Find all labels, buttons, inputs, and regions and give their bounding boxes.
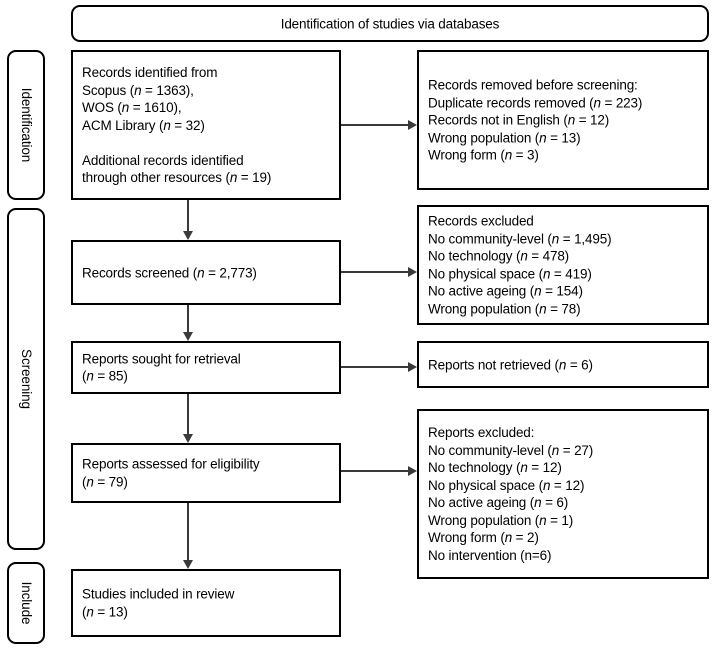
- box-records-excluded-text: Records excluded No community-level (n = …: [428, 213, 701, 318]
- n-symbol: n: [539, 301, 547, 316]
- n-symbol: n: [542, 266, 551, 281]
- arrowhead-screened-to-sought: [182, 332, 193, 341]
- box-line: Records excluded: [428, 213, 534, 229]
- n-symbol: n: [558, 356, 567, 372]
- box-line: No active ageing (n = 6): [428, 495, 569, 510]
- box-line: No technology (n = 12): [428, 460, 562, 475]
- n-symbol: n: [551, 442, 560, 458]
- n-symbol: n: [551, 231, 560, 246]
- line-spacer: [82, 134, 333, 152]
- n-symbol: n: [539, 512, 547, 528]
- box-line: No intervention (n=6): [428, 547, 552, 563]
- connector-sought-to-assessed: [187, 394, 189, 434]
- header-label: Identification of studies via databases: [280, 15, 500, 31]
- box-records-screened: Records screened (n = 2,773): [71, 240, 341, 305]
- box-reports-sought-for-retrieval: Reports sought for retrieval (n = 85): [71, 341, 341, 394]
- n-symbol: n: [520, 248, 528, 264]
- n-symbol: n: [134, 82, 142, 98]
- box-records-excluded: Records excluded No community-level (n = …: [417, 205, 709, 325]
- arrowhead-screened-to-excluded: [408, 266, 417, 277]
- connector-screened-to-sought: [187, 305, 189, 332]
- n-symbol: n: [542, 477, 551, 493]
- n-symbol: n: [121, 99, 130, 115]
- n-symbol: n: [197, 264, 205, 280]
- box-reports-assessed-for-eligibility-text: Reports assessed for eligibility (n = 79…: [82, 456, 260, 490]
- box-line: No physical space (n = 419): [428, 266, 592, 281]
- box-reports-sought-for-retrieval-text: Reports sought for retrieval (n = 85): [82, 351, 241, 384]
- box-line: Additional records identified: [82, 152, 244, 168]
- n-symbol: n: [534, 283, 542, 299]
- box-line: WOS (n = 1610),: [82, 99, 182, 115]
- box-line: No technology (n = 478): [428, 248, 570, 264]
- box-line: No community-level (n = 27): [428, 442, 594, 458]
- n-symbol: n: [520, 460, 528, 475]
- box-records-removed-before-screening-text: Records removed before screening: Duplic…: [428, 77, 643, 163]
- n-symbol: n: [504, 530, 513, 545]
- box-records-removed-before-screening: Records removed before screening: Duplic…: [417, 50, 709, 190]
- stage-label-screening: Screening: [7, 208, 45, 550]
- box-line: No community-level (n = 1,495): [428, 231, 612, 246]
- connector-screened-to-excluded: [341, 271, 408, 273]
- box-line: No active ageing (n = 154): [428, 283, 583, 299]
- stage-label-include: Include: [7, 562, 45, 644]
- box-reports-not-retrieved-text: Reports not retrieved (n = 6): [428, 356, 701, 374]
- box-studies-included-in-review-text: Studies included in review (n = 13): [82, 586, 235, 620]
- box-line: Records identified from: [82, 64, 218, 80]
- arrowhead-sought-to-assessed: [182, 434, 193, 443]
- connector-sought-to-not-retrieved: [341, 366, 408, 368]
- box-line: Wrong population (n = 1): [428, 512, 574, 528]
- header-identification-via-databases: Identification of studies via databases: [71, 5, 709, 42]
- connector-assessed-to-included: [187, 503, 189, 560]
- arrowhead-assessed-to-reports-excluded: [408, 465, 417, 476]
- box-line: Wrong population (n = 78): [428, 301, 581, 316]
- connector-assessed-to-reports-excluded: [341, 470, 408, 472]
- box-line: ACM Library (n = 32): [82, 117, 205, 133]
- connector-identified-to-screened: [187, 200, 189, 231]
- box-line: Reports excluded:: [428, 425, 535, 440]
- box-reports-assessed-for-eligibility: Reports assessed for eligibility (n = 79…: [71, 443, 341, 503]
- box-reports-excluded: Reports excluded: No community-level (n =…: [417, 409, 709, 579]
- n-symbol: n: [534, 495, 542, 510]
- box-line: No physical space (n = 12): [428, 477, 585, 493]
- n-symbol: n: [163, 117, 171, 133]
- box-reports-not-retrieved: Reports not retrieved (n = 6): [417, 341, 709, 388]
- box-reports-excluded-text: Reports excluded: No community-level (n =…: [428, 424, 701, 564]
- stage-label-include-text: Include: [19, 581, 34, 625]
- arrowhead-identified-to-removed: [408, 119, 417, 130]
- box-line: Scopus (n = 1363),: [82, 82, 194, 98]
- arrowhead-assessed-to-included: [182, 560, 193, 569]
- n-symbol: n: [229, 169, 238, 185]
- stage-label-screening-text: Screening: [19, 349, 34, 409]
- box-line: Reports not retrieved (n = 6): [428, 356, 593, 372]
- box-line: through other resources (n = 19): [82, 169, 272, 185]
- arrowhead-sought-to-not-retrieved: [408, 361, 417, 372]
- arrowhead-identified-to-screened: [182, 231, 193, 240]
- box-line: Wrong form (n = 2): [428, 530, 539, 545]
- stage-label-identification: Identification: [7, 50, 45, 200]
- box-studies-included-in-review: Studies included in review (n = 13): [71, 569, 341, 637]
- box-records-screened-text: Records screened (n = 2,773): [82, 264, 333, 282]
- stage-label-identification-text: Identification: [19, 87, 34, 163]
- connector-identified-to-removed: [341, 124, 408, 126]
- box-line: Records screened (n = 2,773): [82, 264, 257, 280]
